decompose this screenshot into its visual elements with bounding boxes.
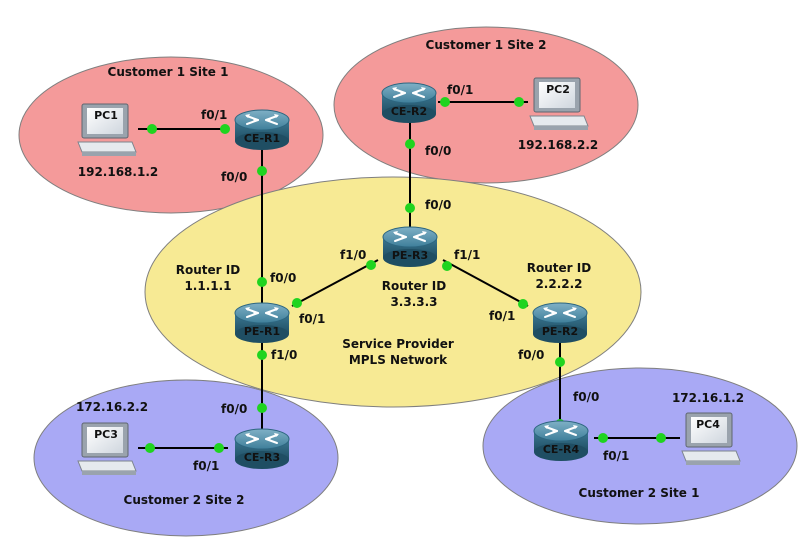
pe-r1-label: PE-R1 (244, 325, 280, 338)
link-dot (292, 298, 302, 308)
pe-r2-f00-label: f0/0 (518, 348, 544, 362)
link-dot (518, 299, 528, 309)
pc2-label: PC2 (546, 83, 570, 96)
ce-r2-f01-label: f0/1 (447, 83, 473, 97)
provider-title-line1: Service Provider (342, 337, 454, 351)
link-pe-r3-pe-r2 (442, 259, 529, 307)
ce-r1-f00-label: f0/0 (221, 170, 247, 184)
customer2-site1-zone (482, 367, 798, 525)
pc1-label: PC1 (94, 109, 118, 122)
link-dot (598, 433, 608, 443)
pe-r1-rid: 1.1.1.1 (184, 279, 231, 293)
ce-r3-label: CE-R3 (244, 451, 280, 464)
link-dot (145, 443, 155, 453)
pe-r2-label: PE-R2 (542, 325, 578, 338)
link-dot (555, 357, 565, 367)
pc4-label: PC4 (696, 418, 720, 431)
ce-r2-f00-label: f0/0 (425, 144, 451, 158)
customer2-site1-title: Customer 2 Site 1 (579, 486, 700, 500)
link-dot (656, 433, 666, 443)
pe-r3-f10-label: f1/0 (340, 248, 366, 262)
pe-r1-f00-label: f0/0 (270, 271, 296, 285)
link-dot (257, 277, 267, 287)
link-dot (257, 403, 267, 413)
customer2-site2-title: Customer 2 Site 2 (124, 493, 245, 507)
pe-r2-rid: 2.2.2.2 (535, 277, 582, 291)
customer1-site1-title: Customer 1 Site 1 (108, 65, 229, 79)
customer1-site1-zone (18, 56, 324, 214)
pe-r3-f11-label: f1/1 (454, 248, 480, 262)
pc3-ip: 172.16.2.2 (76, 400, 148, 414)
link-dot (440, 97, 450, 107)
pe-r1-rid-label: Router ID (176, 263, 240, 277)
pe-r3-rid: 3.3.3.3 (390, 295, 437, 309)
pc4-ip: 172.16.1.2 (672, 391, 744, 405)
ce-r1-label: CE-R1 (244, 132, 280, 145)
link-dot (405, 139, 415, 149)
link-pe-r3-pe-r1 (291, 259, 379, 307)
pc1-ip: 192.168.1.2 (78, 165, 158, 179)
link-dot (147, 124, 157, 134)
link-dot (514, 97, 524, 107)
ce-r4-f00-label: f0/0 (573, 390, 599, 404)
pe-r2-f01-label: f0/1 (489, 309, 515, 323)
customer1-site2-title: Customer 1 Site 2 (426, 38, 547, 52)
pe-r3-label: PE-R3 (392, 249, 428, 262)
provider-zone (144, 176, 642, 408)
link-dot (220, 124, 230, 134)
link-dot (214, 443, 224, 453)
link-dot (366, 260, 376, 270)
link-dot (257, 350, 267, 360)
link-dot (405, 203, 415, 213)
pe-r3-f00-label: f0/0 (425, 198, 451, 212)
pc2-ip: 192.168.2.2 (518, 138, 598, 152)
ce-r3-f01-label: f0/1 (193, 459, 219, 473)
ce-r4-f01-label: f0/1 (603, 449, 629, 463)
link-dot (442, 261, 452, 271)
ce-r1-f01-label: f0/1 (201, 108, 227, 122)
pe-r1-f10-label: f1/0 (271, 348, 297, 362)
pc3-label: PC3 (94, 428, 118, 441)
provider-title-line2: MPLS Network (349, 353, 448, 367)
pe-r3-rid-label: Router ID (382, 279, 446, 293)
link-dot (257, 166, 267, 176)
pe-r1-f01-label: f0/1 (299, 312, 325, 326)
ce-r3-f00-label: f0/0 (221, 402, 247, 416)
ce-r4-label: CE-R4 (543, 443, 580, 456)
ce-r2-label: CE-R2 (391, 105, 427, 118)
pe-r2-rid-label: Router ID (527, 261, 591, 275)
